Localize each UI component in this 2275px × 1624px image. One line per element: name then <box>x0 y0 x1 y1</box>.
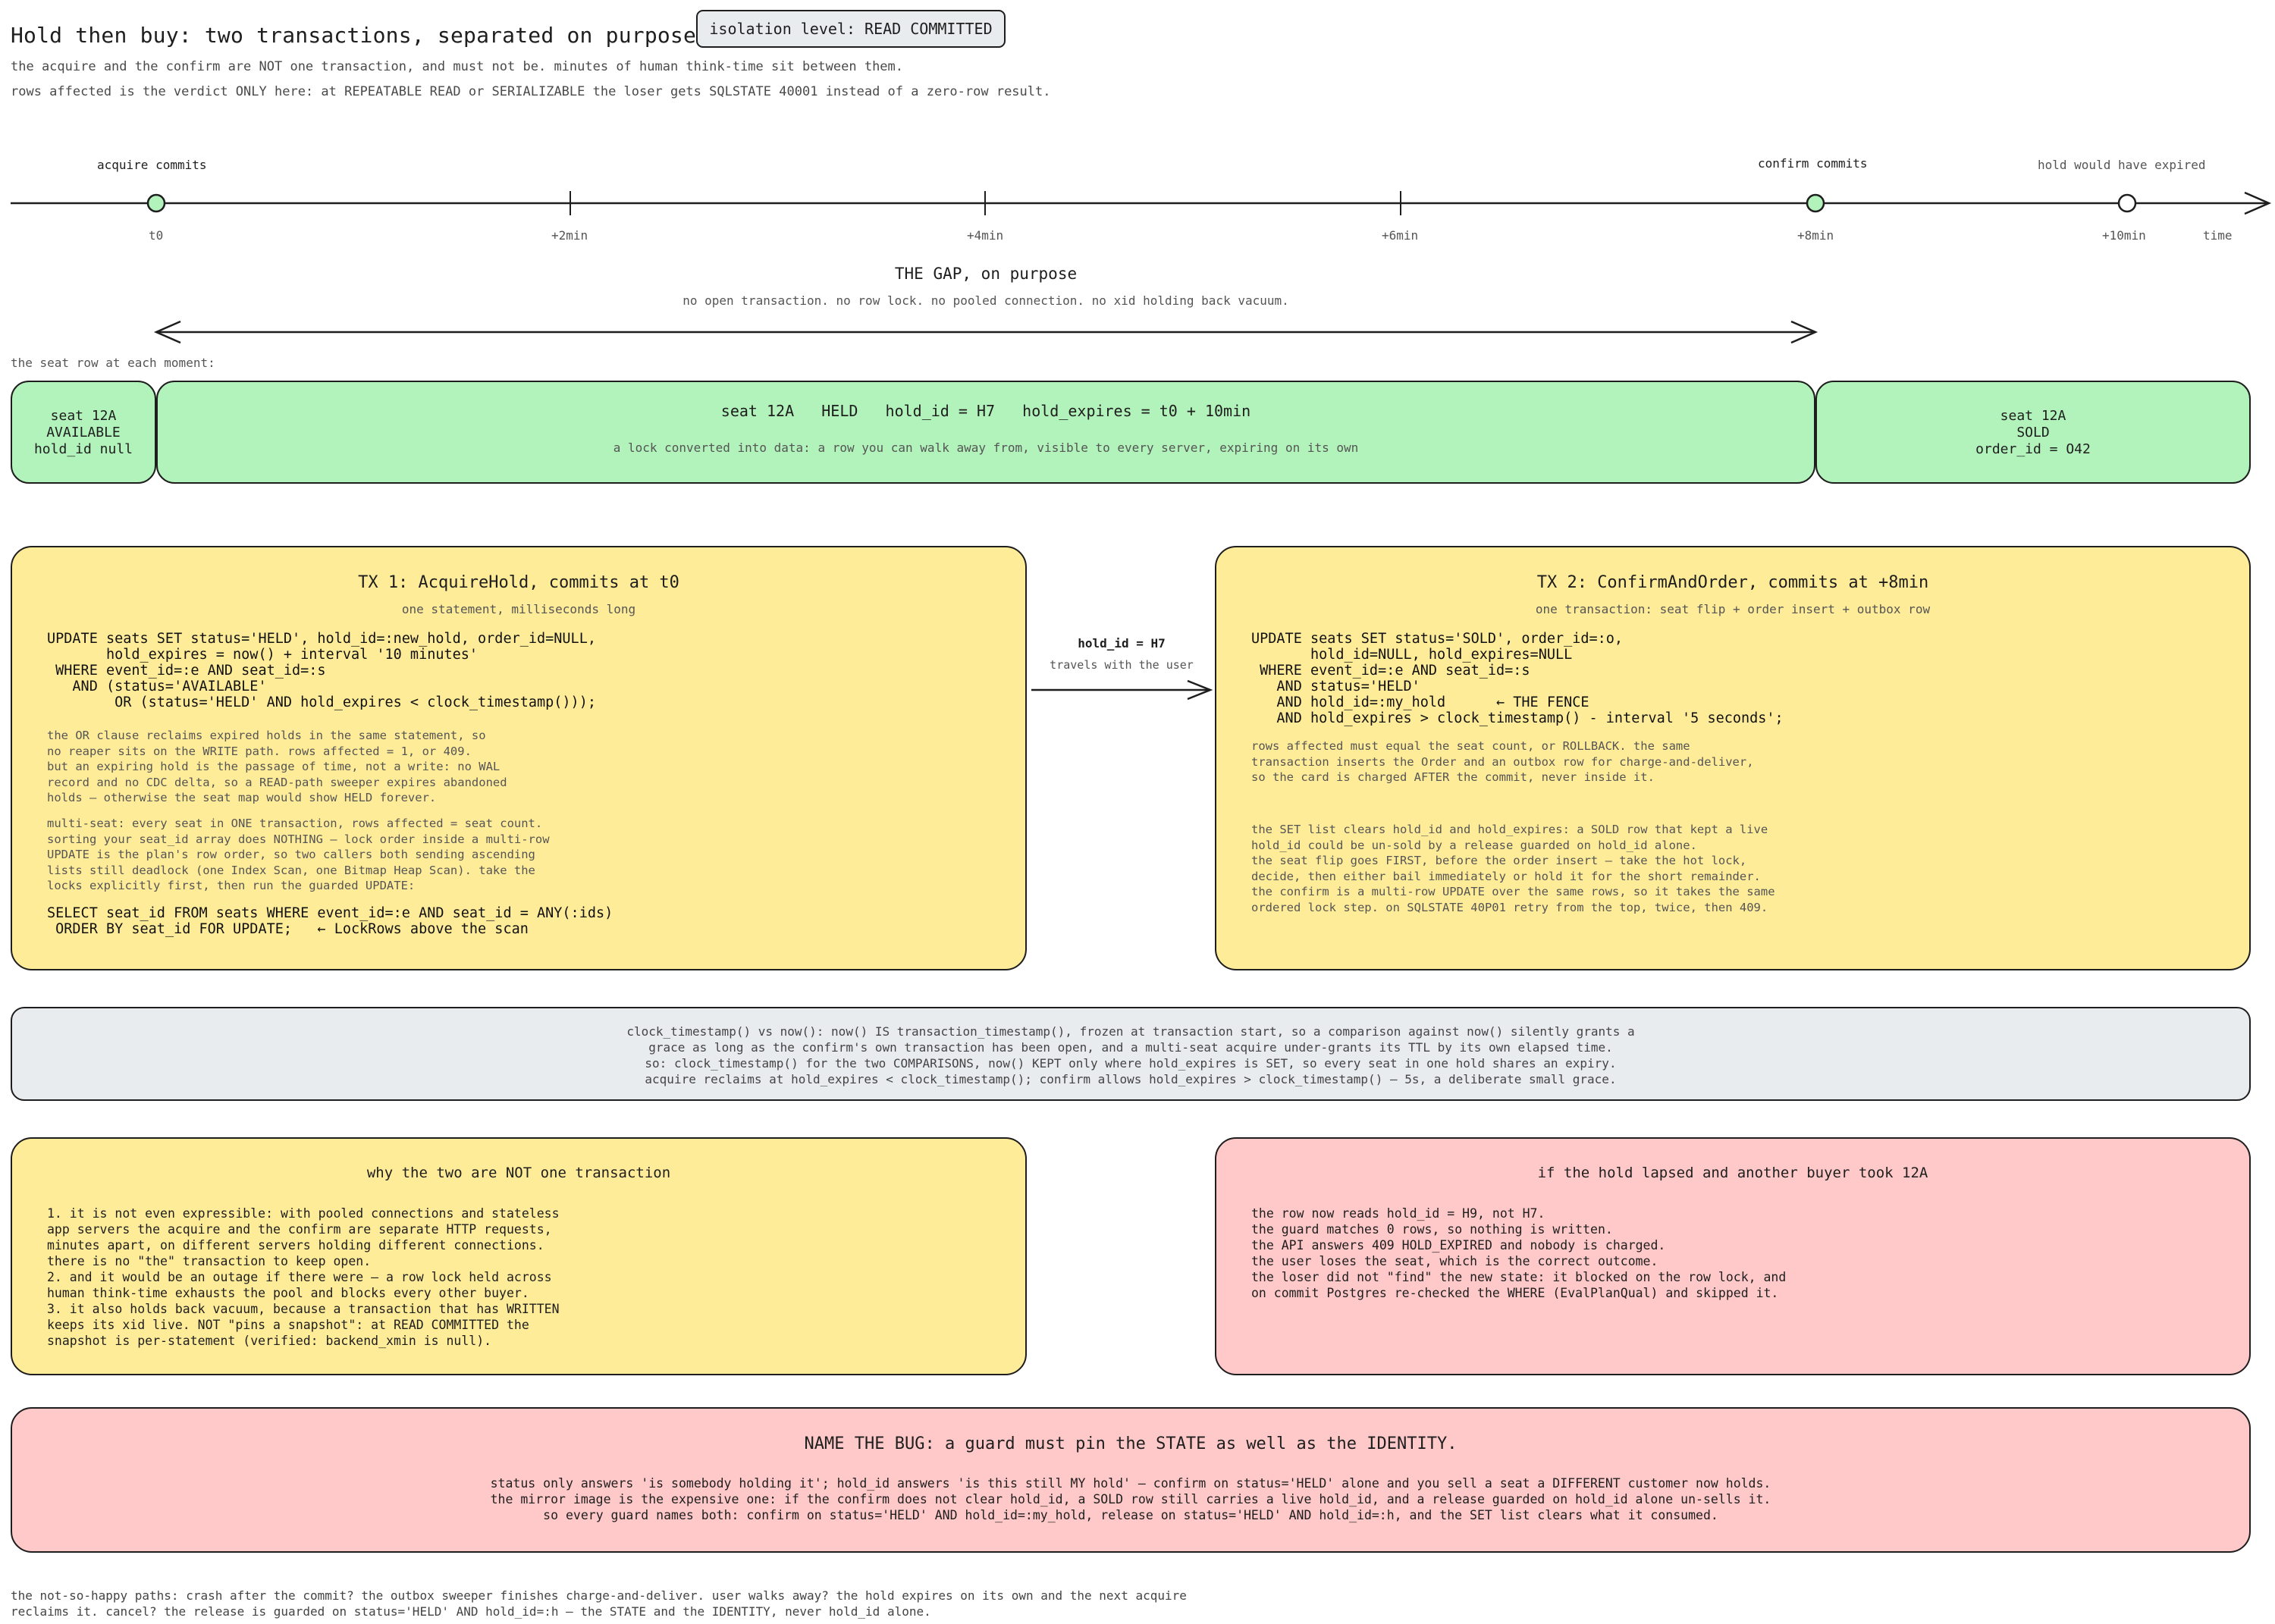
gap-title: THE GAP, on purpose <box>894 265 1078 283</box>
confirm-commit-marker <box>1806 193 1825 213</box>
event-label-acquire: acquire commits <box>97 158 207 172</box>
states-caption: the seat row at each moment: <box>11 356 215 370</box>
subtitle-line-1: the acquire and the confirm are NOT one … <box>11 59 904 74</box>
lapsed-body: the row now reads hold_id = H9, not H7. … <box>1251 1206 1787 1300</box>
tx1-subtitle: one statement, milliseconds long <box>401 602 636 616</box>
state-available-line: seat 12A <box>50 408 117 424</box>
isolation-level-badge: isolation level: READ COMMITTED <box>696 10 1006 48</box>
subtitle-line-2: rows affected is the verdict ONLY here: … <box>11 84 1051 99</box>
state-sold-line: order_id = O42 <box>1975 441 2091 457</box>
link-arrow <box>1031 679 1213 701</box>
gap-arrow-right <box>1790 320 1818 344</box>
tx2-subtitle: one transaction: seat flip + order inser… <box>1535 602 1931 616</box>
tick-label: +10min <box>2102 228 2146 243</box>
state-available-line: hold_id null <box>33 441 133 457</box>
tx2-sql: UPDATE seats SET status='SOLD', order_id… <box>1251 631 1784 726</box>
link-caption: travels with the user <box>1050 658 1194 672</box>
clock-timestamp-text: clock_timestamp() vs now(): now() IS tra… <box>626 1024 1635 1086</box>
link-label: hold_id = H7 <box>1078 636 1166 651</box>
gap-caption: no open transaction. no row lock. no poo… <box>682 293 1289 308</box>
hold-expiry-marker <box>2117 193 2137 213</box>
tick-label: +8min <box>1797 228 1834 243</box>
state-held-title: seat 12A HELD hold_id = H7 hold_expires … <box>720 402 1251 420</box>
tx1-note-reclaim: the OR clause reclaims expired holds in … <box>47 729 507 804</box>
state-available-line: AVAILABLE <box>46 425 121 440</box>
why-title: why the two are NOT one transaction <box>366 1165 671 1181</box>
page-title: Hold then buy: two transactions, separat… <box>11 23 697 48</box>
timeline-diagram <box>11 191 2272 344</box>
why-body: 1. it is not even expressible: with pool… <box>47 1206 560 1348</box>
bug-body: status only answers 'is somebody holding… <box>490 1476 1771 1522</box>
tick-label: +6min <box>1382 228 1419 243</box>
tick-label: +4min <box>967 228 1004 243</box>
acquire-commit-marker <box>146 193 166 213</box>
tx2-note-rows: rows affected must equal the seat count,… <box>1251 739 1754 784</box>
event-label-confirm: confirm commits <box>1758 156 1868 171</box>
tx1-note-multiseat: multi-seat: every seat in ONE transactio… <box>47 817 550 892</box>
event-label-expiry: hold would have expired <box>2038 158 2206 172</box>
state-sold-box: seat 12A SOLD order_id = O42 <box>1815 381 2251 484</box>
state-sold-line: SOLD <box>2016 425 2050 440</box>
tx1-box: TX 1: AcquireHold, commits at t0 one sta… <box>11 546 1027 970</box>
time-axis-arrowhead <box>2244 191 2272 215</box>
tx1-title: TX 1: AcquireHold, commits at t0 <box>358 573 679 592</box>
state-held-caption: a lock converted into data: a row you ca… <box>613 440 1359 455</box>
tx2-title: TX 2: ConfirmAndOrder, commits at +8min <box>1536 573 1929 592</box>
gap-arrow-left <box>153 320 181 344</box>
state-sold-line: seat 12A <box>2000 408 2066 424</box>
axis-label-time: time <box>2203 228 2233 243</box>
bug-title: NAME THE BUG: a guard must pin the STATE… <box>804 1434 1458 1453</box>
state-available-box: seat 12A AVAILABLE hold_id null <box>11 381 156 484</box>
state-held-box: seat 12A HELD hold_id = H7 hold_expires … <box>156 381 1815 484</box>
lapsed-box: if the hold lapsed and another buyer too… <box>1215 1137 2251 1375</box>
footer-note: the not-so-happy paths: crash after the … <box>11 1588 1187 1619</box>
why-box: why the two are NOT one transaction 1. i… <box>11 1137 1027 1375</box>
tx2-note-setlist: the SET list clears hold_id and hold_exp… <box>1251 823 1775 914</box>
bug-box: NAME THE BUG: a guard must pin the STATE… <box>11 1407 2251 1553</box>
tick-label: t0 <box>149 228 164 243</box>
tx1-lock-sql: SELECT seat_id FROM seats WHERE event_id… <box>47 905 613 937</box>
lapsed-title: if the hold lapsed and another buyer too… <box>1537 1165 1928 1181</box>
tx1-sql: UPDATE seats SET status='HELD', hold_id=… <box>47 631 596 710</box>
tick-label: +2min <box>551 228 588 243</box>
tx2-box: TX 2: ConfirmAndOrder, commits at +8min … <box>1215 546 2251 970</box>
clock-timestamp-note: clock_timestamp() vs now(): now() IS tra… <box>11 1007 2251 1101</box>
